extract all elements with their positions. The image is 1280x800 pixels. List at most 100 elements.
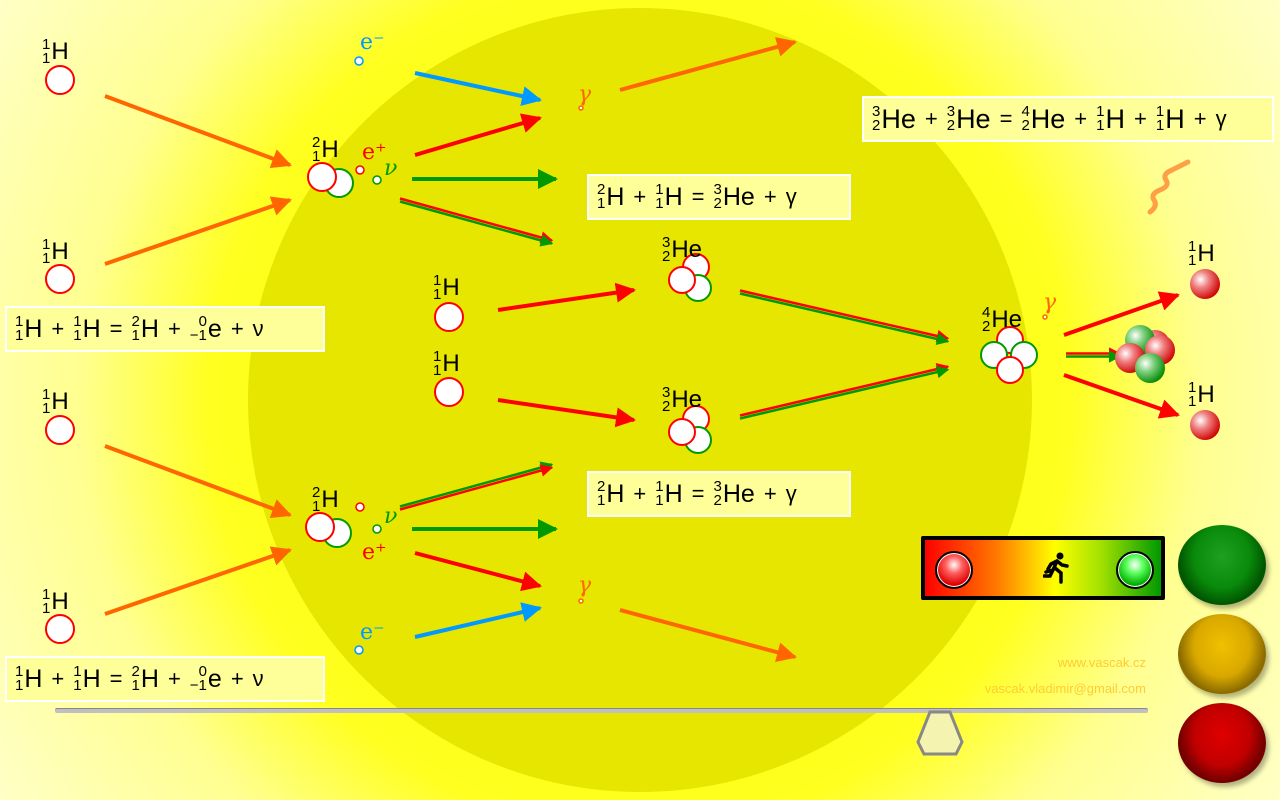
reaction-arrow xyxy=(399,461,554,508)
mass-number: 4 xyxy=(982,304,991,321)
mass-number: 1 xyxy=(42,586,51,603)
stop-button[interactable] xyxy=(1178,703,1266,783)
reaction-arrow xyxy=(414,602,542,639)
element-symbol: H xyxy=(51,588,69,615)
mass-number: 1 xyxy=(1188,379,1197,396)
atomic-number: 1 xyxy=(131,327,140,344)
gamma-label: γ xyxy=(578,82,592,107)
speed-slider-track[interactable] xyxy=(55,708,1148,713)
equation-operator: = xyxy=(109,666,123,691)
mass-number: 1 xyxy=(73,313,82,330)
atomic-number: 1 xyxy=(42,400,51,417)
equation-operator: + xyxy=(51,316,65,341)
atomic-number: −1 xyxy=(189,677,207,694)
proton-particle xyxy=(434,302,464,332)
element-symbol: H xyxy=(664,182,683,211)
element-symbol: He xyxy=(881,103,916,134)
equation-operator: + xyxy=(633,184,647,209)
element-symbol: H xyxy=(664,479,683,508)
equation-operator: + xyxy=(924,106,938,131)
reaction-arrow xyxy=(104,546,292,616)
atomic-number: 1 xyxy=(312,498,321,515)
electron-particle xyxy=(354,645,364,655)
atomic-number: 1 xyxy=(42,50,51,67)
atomic-number: 2 xyxy=(662,398,671,415)
play-button[interactable] xyxy=(1178,525,1266,605)
atomic-number: 1 xyxy=(73,677,82,694)
photon-particle xyxy=(1042,314,1048,320)
element-symbol: H xyxy=(1197,381,1215,408)
element-symbol: He xyxy=(671,386,703,413)
electron-label: e⁻ xyxy=(360,620,385,645)
mass-number: 1 xyxy=(73,663,82,680)
website-link[interactable]: www.vascak.cz xyxy=(1057,655,1146,670)
equation-operator: + xyxy=(1134,106,1147,131)
equation-operator: γ xyxy=(785,184,797,209)
positron-particle xyxy=(355,165,365,175)
mass-number: 1 xyxy=(42,36,51,53)
element-symbol: H xyxy=(140,314,159,343)
reaction-arrow xyxy=(414,113,542,157)
atomic-number: 1 xyxy=(597,195,606,212)
stop-lamp[interactable] xyxy=(935,551,973,589)
equation-operator: + xyxy=(230,666,244,691)
photon-particle xyxy=(578,105,584,111)
element-symbol: He xyxy=(1030,103,1066,134)
mass-number: 1 xyxy=(15,663,24,680)
equation-operator: + xyxy=(1074,106,1088,131)
atomic-number: 1 xyxy=(312,148,321,165)
reaction-arrow xyxy=(739,292,950,346)
reaction-arrow xyxy=(104,444,292,519)
element-symbol: e xyxy=(207,664,222,693)
atomic-number: 1 xyxy=(433,362,442,379)
reaction-arrow xyxy=(104,94,292,169)
speed-slider-thumb[interactable] xyxy=(916,710,964,758)
email-link[interactable]: vascak.vladimir@gmail.com xyxy=(984,681,1146,696)
pause-button[interactable] xyxy=(1178,614,1266,694)
go-lamp[interactable] xyxy=(1116,551,1154,589)
equation-operator: ν xyxy=(252,316,264,341)
reaction-arrow xyxy=(399,200,554,247)
mass-number: 3 xyxy=(946,103,956,120)
reaction-arrow xyxy=(739,365,950,420)
atomic-number: 2 xyxy=(982,318,991,335)
equation-operator: + xyxy=(763,184,777,209)
element-symbol: e xyxy=(207,314,222,343)
atomic-number: 2 xyxy=(713,195,722,212)
element-symbol: H xyxy=(24,664,43,693)
element-symbol: H xyxy=(442,274,460,301)
neutrino-particle xyxy=(372,175,382,185)
neutron-ball xyxy=(1135,353,1165,383)
neutrino-particle xyxy=(372,524,382,534)
equation-operator: + xyxy=(167,316,181,341)
reaction-arrow xyxy=(399,464,554,511)
reaction-arrow xyxy=(414,551,542,592)
electron-label: e⁻ xyxy=(360,30,385,55)
mass-number: 1 xyxy=(42,236,51,253)
proton-particle xyxy=(996,356,1024,384)
proton-particle xyxy=(668,266,696,294)
